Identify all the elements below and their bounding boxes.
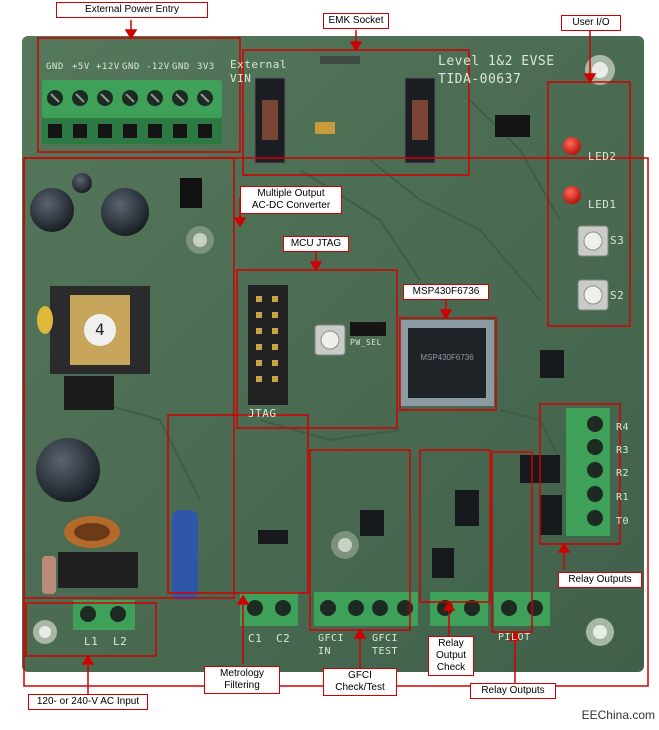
silk-pin-3v3: 3V3	[197, 62, 215, 72]
silk-pilot: PILOT	[498, 632, 531, 643]
silk-gfci-in: GFCI IN	[318, 633, 345, 657]
callout-metrology-filtering: Metrology Filtering	[204, 666, 280, 694]
jtag-header	[248, 285, 386, 405]
silk-c1: C1	[248, 632, 263, 645]
silk-pin-neg12v: -12V	[146, 62, 170, 72]
silk-l2: L2	[113, 635, 128, 648]
relay-output-terminal-block	[566, 408, 610, 536]
silk-vin: VIN	[230, 72, 252, 85]
silk-relay-pin-r3: R3	[616, 445, 630, 456]
silk-relay-pin-r1: R1	[616, 492, 630, 503]
callout-ac-input: 120- or 240-V AC Input	[28, 694, 148, 710]
watermark: EEChina.com	[581, 708, 655, 722]
silk-board-part: TIDA-00637	[438, 72, 522, 87]
silk-pin-12v: +12V	[96, 62, 120, 72]
callout-gfci-check-test: GFCI Check/Test	[323, 668, 397, 696]
ac-dc-converter-components	[30, 173, 202, 600]
external-power-terminal-block	[42, 80, 222, 144]
callout-msp430: MSP430F6736	[403, 284, 489, 300]
silk-gfci-test: GFCI TEST	[372, 633, 399, 657]
callout-user-io: User I/O	[561, 15, 621, 31]
silk-board-title: Level 1&2 EVSE	[438, 54, 555, 69]
chip-marking: MSP430F6736	[420, 353, 474, 362]
silk-led2: LED2	[588, 150, 617, 163]
silk-led1: LED1	[588, 198, 617, 211]
callout-mcu-jtag: MCU JTAG	[283, 236, 349, 252]
silk-pw-sel: PW_SEL	[350, 338, 382, 347]
silk-relay-pin-r2: R2	[616, 468, 630, 479]
header-top-right	[495, 115, 530, 137]
leader-lines	[81, 20, 597, 694]
silk-s3: S3	[610, 234, 625, 247]
emk-sockets	[254, 56, 436, 164]
callout-relay-output-check: Relay Output Check	[428, 636, 474, 676]
silk-l1: L1	[84, 635, 99, 648]
callout-emk-socket: EMK Socket	[323, 13, 389, 29]
callout-relay-outputs-right: Relay Outputs	[558, 572, 642, 588]
silk-external: External	[230, 58, 287, 71]
mounting-holes	[33, 55, 615, 646]
bottom-terminal-blocks	[73, 592, 550, 630]
silk-pin-gnd-2: GND	[122, 62, 140, 72]
silk-pin-gnd-1: GND	[46, 62, 64, 72]
silk-relay-pin-t0: T0	[616, 516, 630, 527]
callout-relay-outputs-bottom: Relay Outputs	[470, 683, 556, 699]
silk-pin-5v: +5V	[72, 62, 90, 72]
silk-relay-pin-r4: R4	[616, 422, 630, 433]
silk-transformer-mark: 4	[95, 320, 106, 339]
silk-c2: C2	[276, 632, 291, 645]
callout-multiple-output-converter: Multiple Output AC-DC Converter	[240, 186, 342, 214]
silk-pin-gnd-3: GND	[172, 62, 190, 72]
user-io-components	[563, 137, 609, 311]
msp430-mcu: MSP430F6736	[400, 320, 494, 406]
silk-s2: S2	[610, 289, 625, 302]
callout-external-power-entry: External Power Entry	[56, 2, 208, 18]
silk-jtag: JTAG	[248, 407, 277, 420]
